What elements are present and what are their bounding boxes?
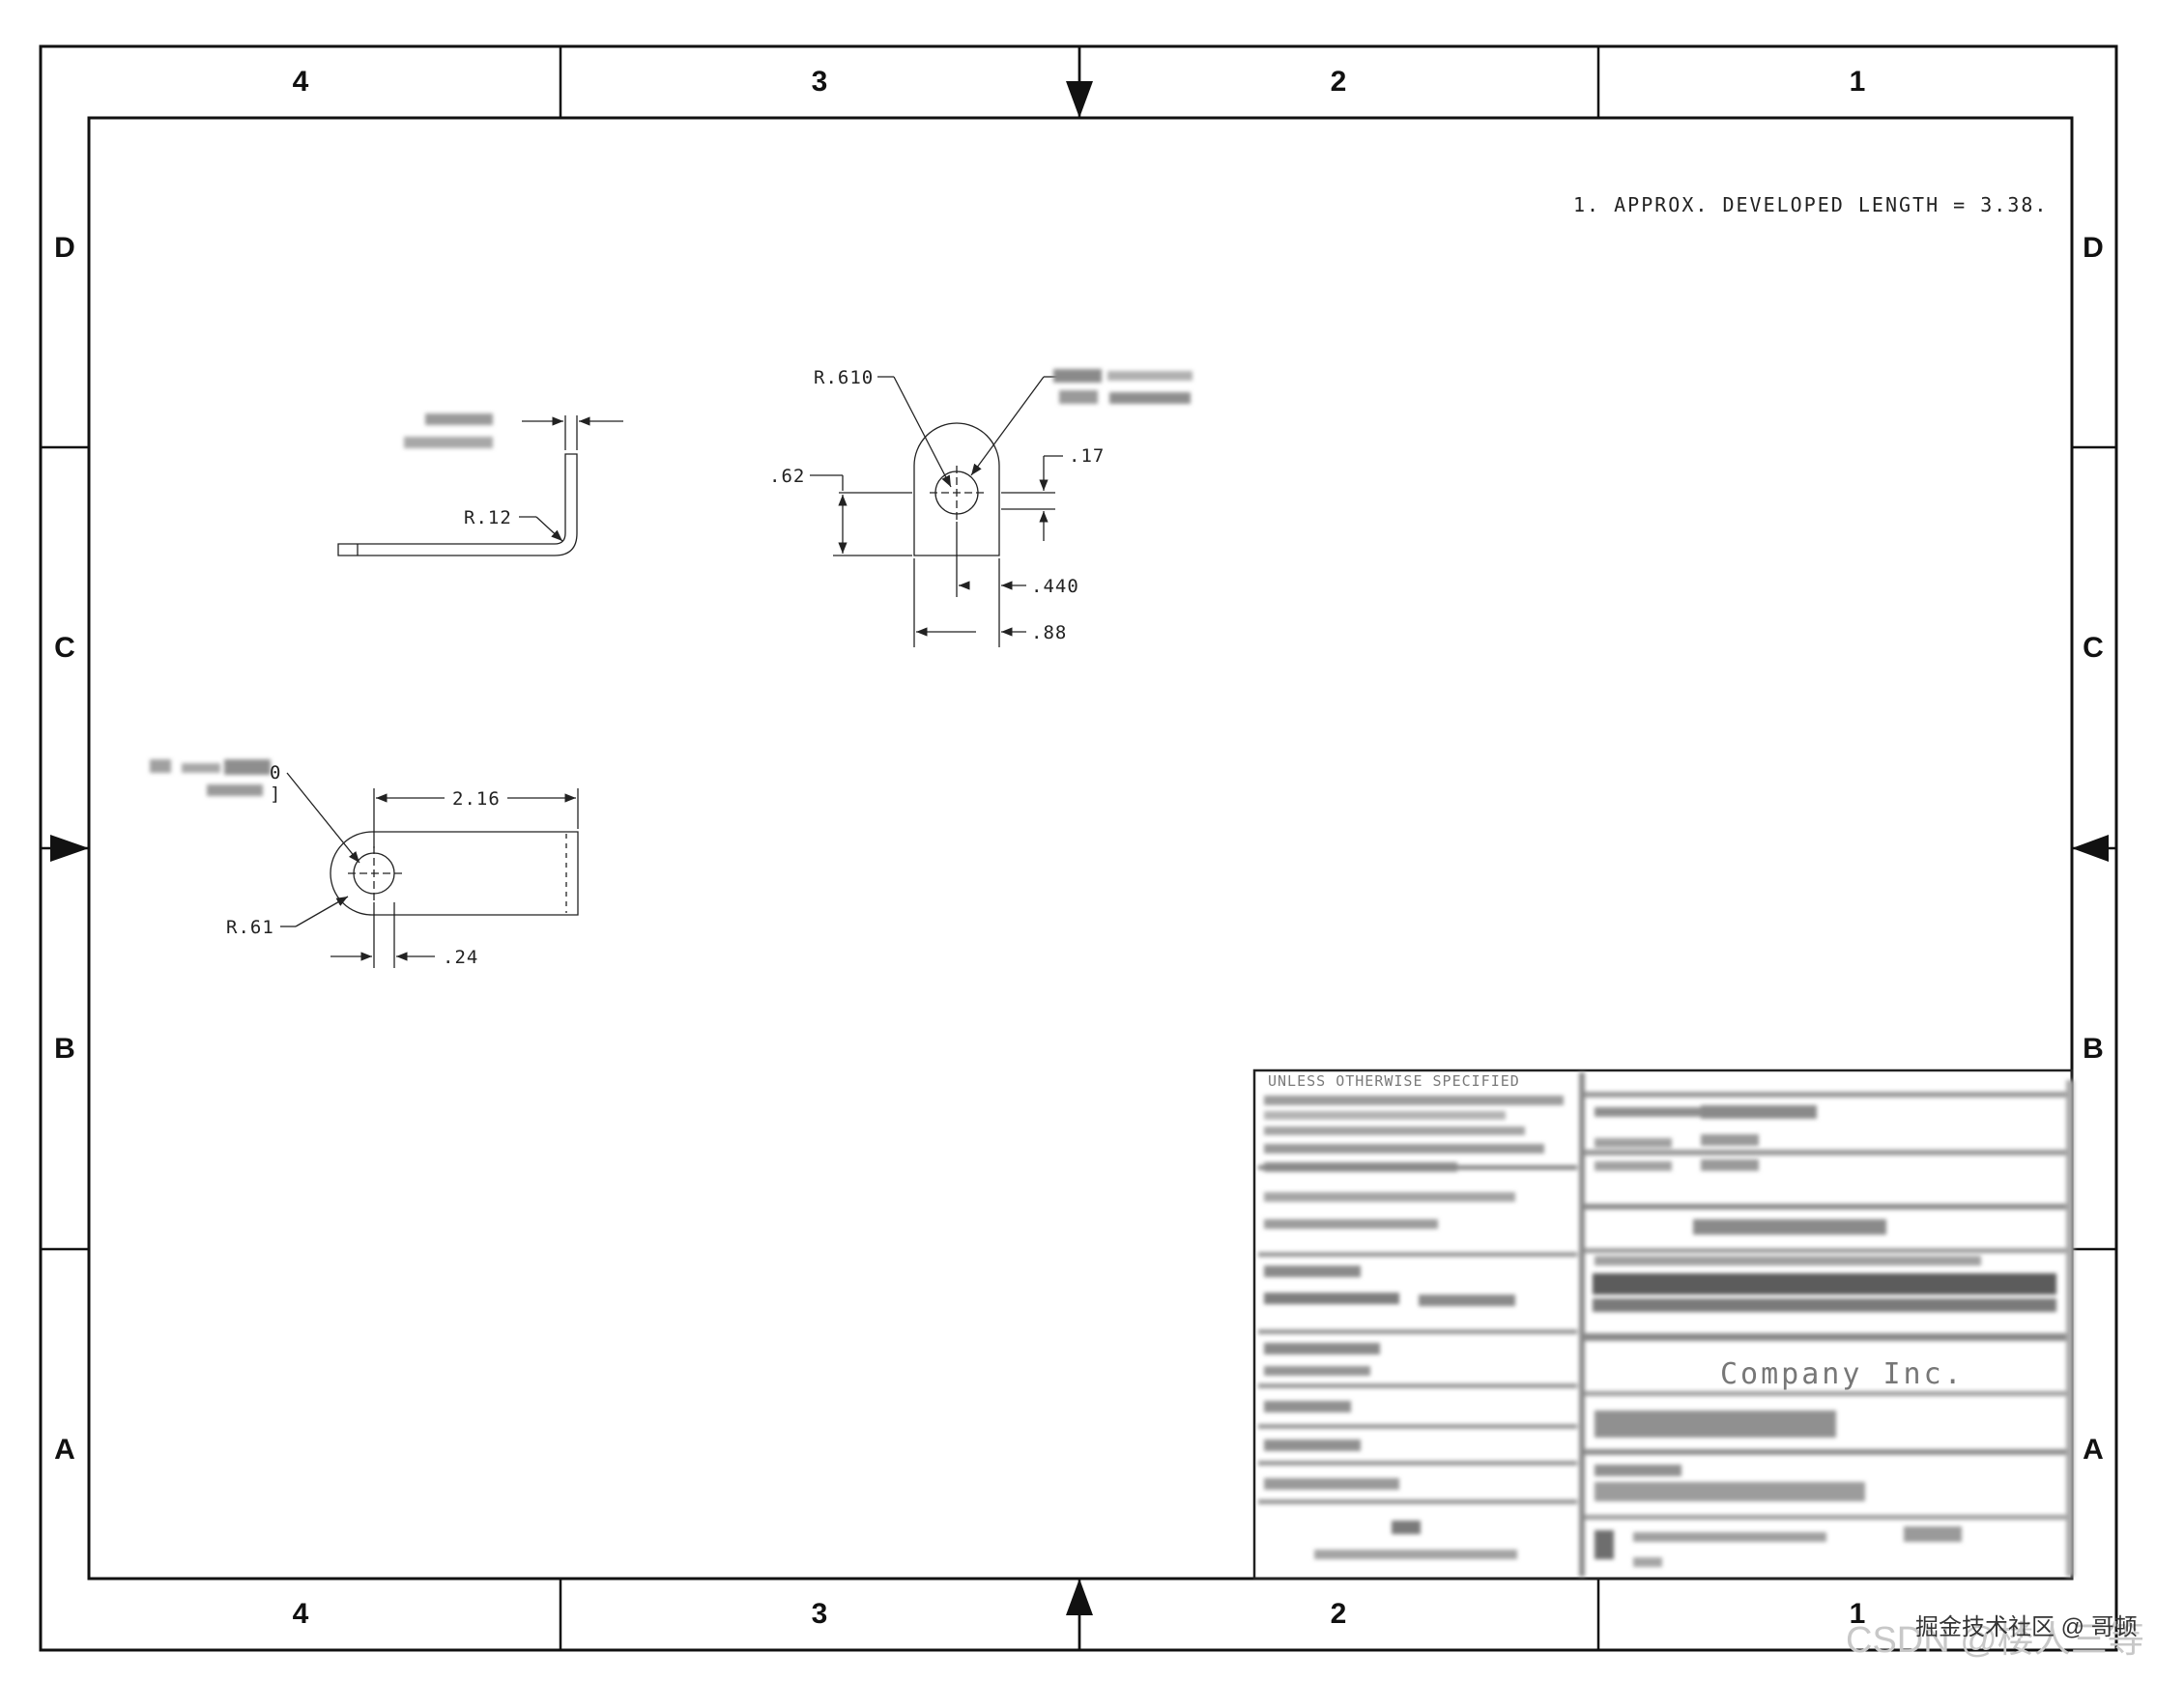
watermark: CSDN @楼人三等 掘金技术社区 @ 哥顿 — [1846, 1614, 2144, 1661]
zone-column-bottom-2: 2 — [1331, 1598, 1347, 1630]
zone-row-right-a: A — [2083, 1434, 2104, 1466]
zone-column-top-2: 2 — [1331, 66, 1347, 98]
side-radius-label: R.12 — [464, 507, 512, 528]
front-offset-label: .17 — [1069, 445, 1105, 467]
front-hole-callout-blurred — [1053, 369, 1193, 404]
zone-column-top-1: 1 — [1850, 66, 1866, 98]
zone-row-right-d: D — [2083, 232, 2104, 264]
general-note: 1. APPROX. DEVELOPED LENGTH = 3.38. — [1573, 193, 2048, 216]
side-thickness-label-blurred — [404, 413, 493, 448]
zone-row-left-d: D — [54, 232, 75, 264]
zone-column-top-3: 3 — [812, 66, 828, 98]
zone-column-bottom-1: 1 — [1850, 1598, 1866, 1630]
zone-labels: 4 3 2 1 4 3 2 1 D C B A D C B A — [54, 66, 2104, 1630]
flat-length-label: 2.16 — [452, 788, 501, 810]
front-height-label: .62 — [769, 466, 805, 487]
title-block-header: UNLESS OTHERWISE SPECIFIED — [1268, 1072, 1520, 1090]
zone-column-top-4: 4 — [293, 66, 309, 98]
flat-width-label: .24 — [443, 947, 478, 968]
title-block: UNLESS OTHERWISE SPECIFIED — [1252, 1068, 2074, 1581]
zone-row-right-b: B — [2083, 1033, 2104, 1065]
watermark-line-1: 掘金技术社区 @ 哥顿 — [1915, 1614, 2138, 1640]
front-radius-label: R.610 — [814, 367, 874, 388]
zone-row-left-b: B — [54, 1033, 75, 1065]
zone-row-left-c: C — [54, 632, 75, 664]
zone-column-bottom-3: 3 — [812, 1598, 828, 1630]
zone-column-bottom-4: 4 — [293, 1598, 309, 1630]
title-block-fields-blurred — [1258, 1072, 2074, 1577]
centering-marks — [50, 46, 2109, 1650]
flat-callout-suffix-text: 0 — [270, 762, 281, 784]
front-view: R.610 .62 .17 .440 — [769, 367, 1193, 647]
side-view: R.12 — [337, 413, 623, 556]
flat-radius-label: R.61 — [226, 917, 274, 938]
watermark-line-2: CSDN @楼人三等 — [1846, 1620, 2144, 1661]
flat-callout-suffix-bracket: ] — [270, 784, 281, 805]
front-width-label: .88 — [1031, 622, 1067, 643]
company-name: Company Inc. — [1720, 1357, 1965, 1391]
zone-row-left-a: A — [54, 1434, 75, 1466]
outer-border — [39, 44, 2118, 1652]
flat-view: 2.16 0 ] R.61 .24 — [150, 759, 579, 968]
front-hole-offset-label: .440 — [1031, 576, 1079, 597]
zone-row-right-c: C — [2083, 632, 2104, 664]
flat-hole-callout-blurred — [150, 759, 271, 796]
